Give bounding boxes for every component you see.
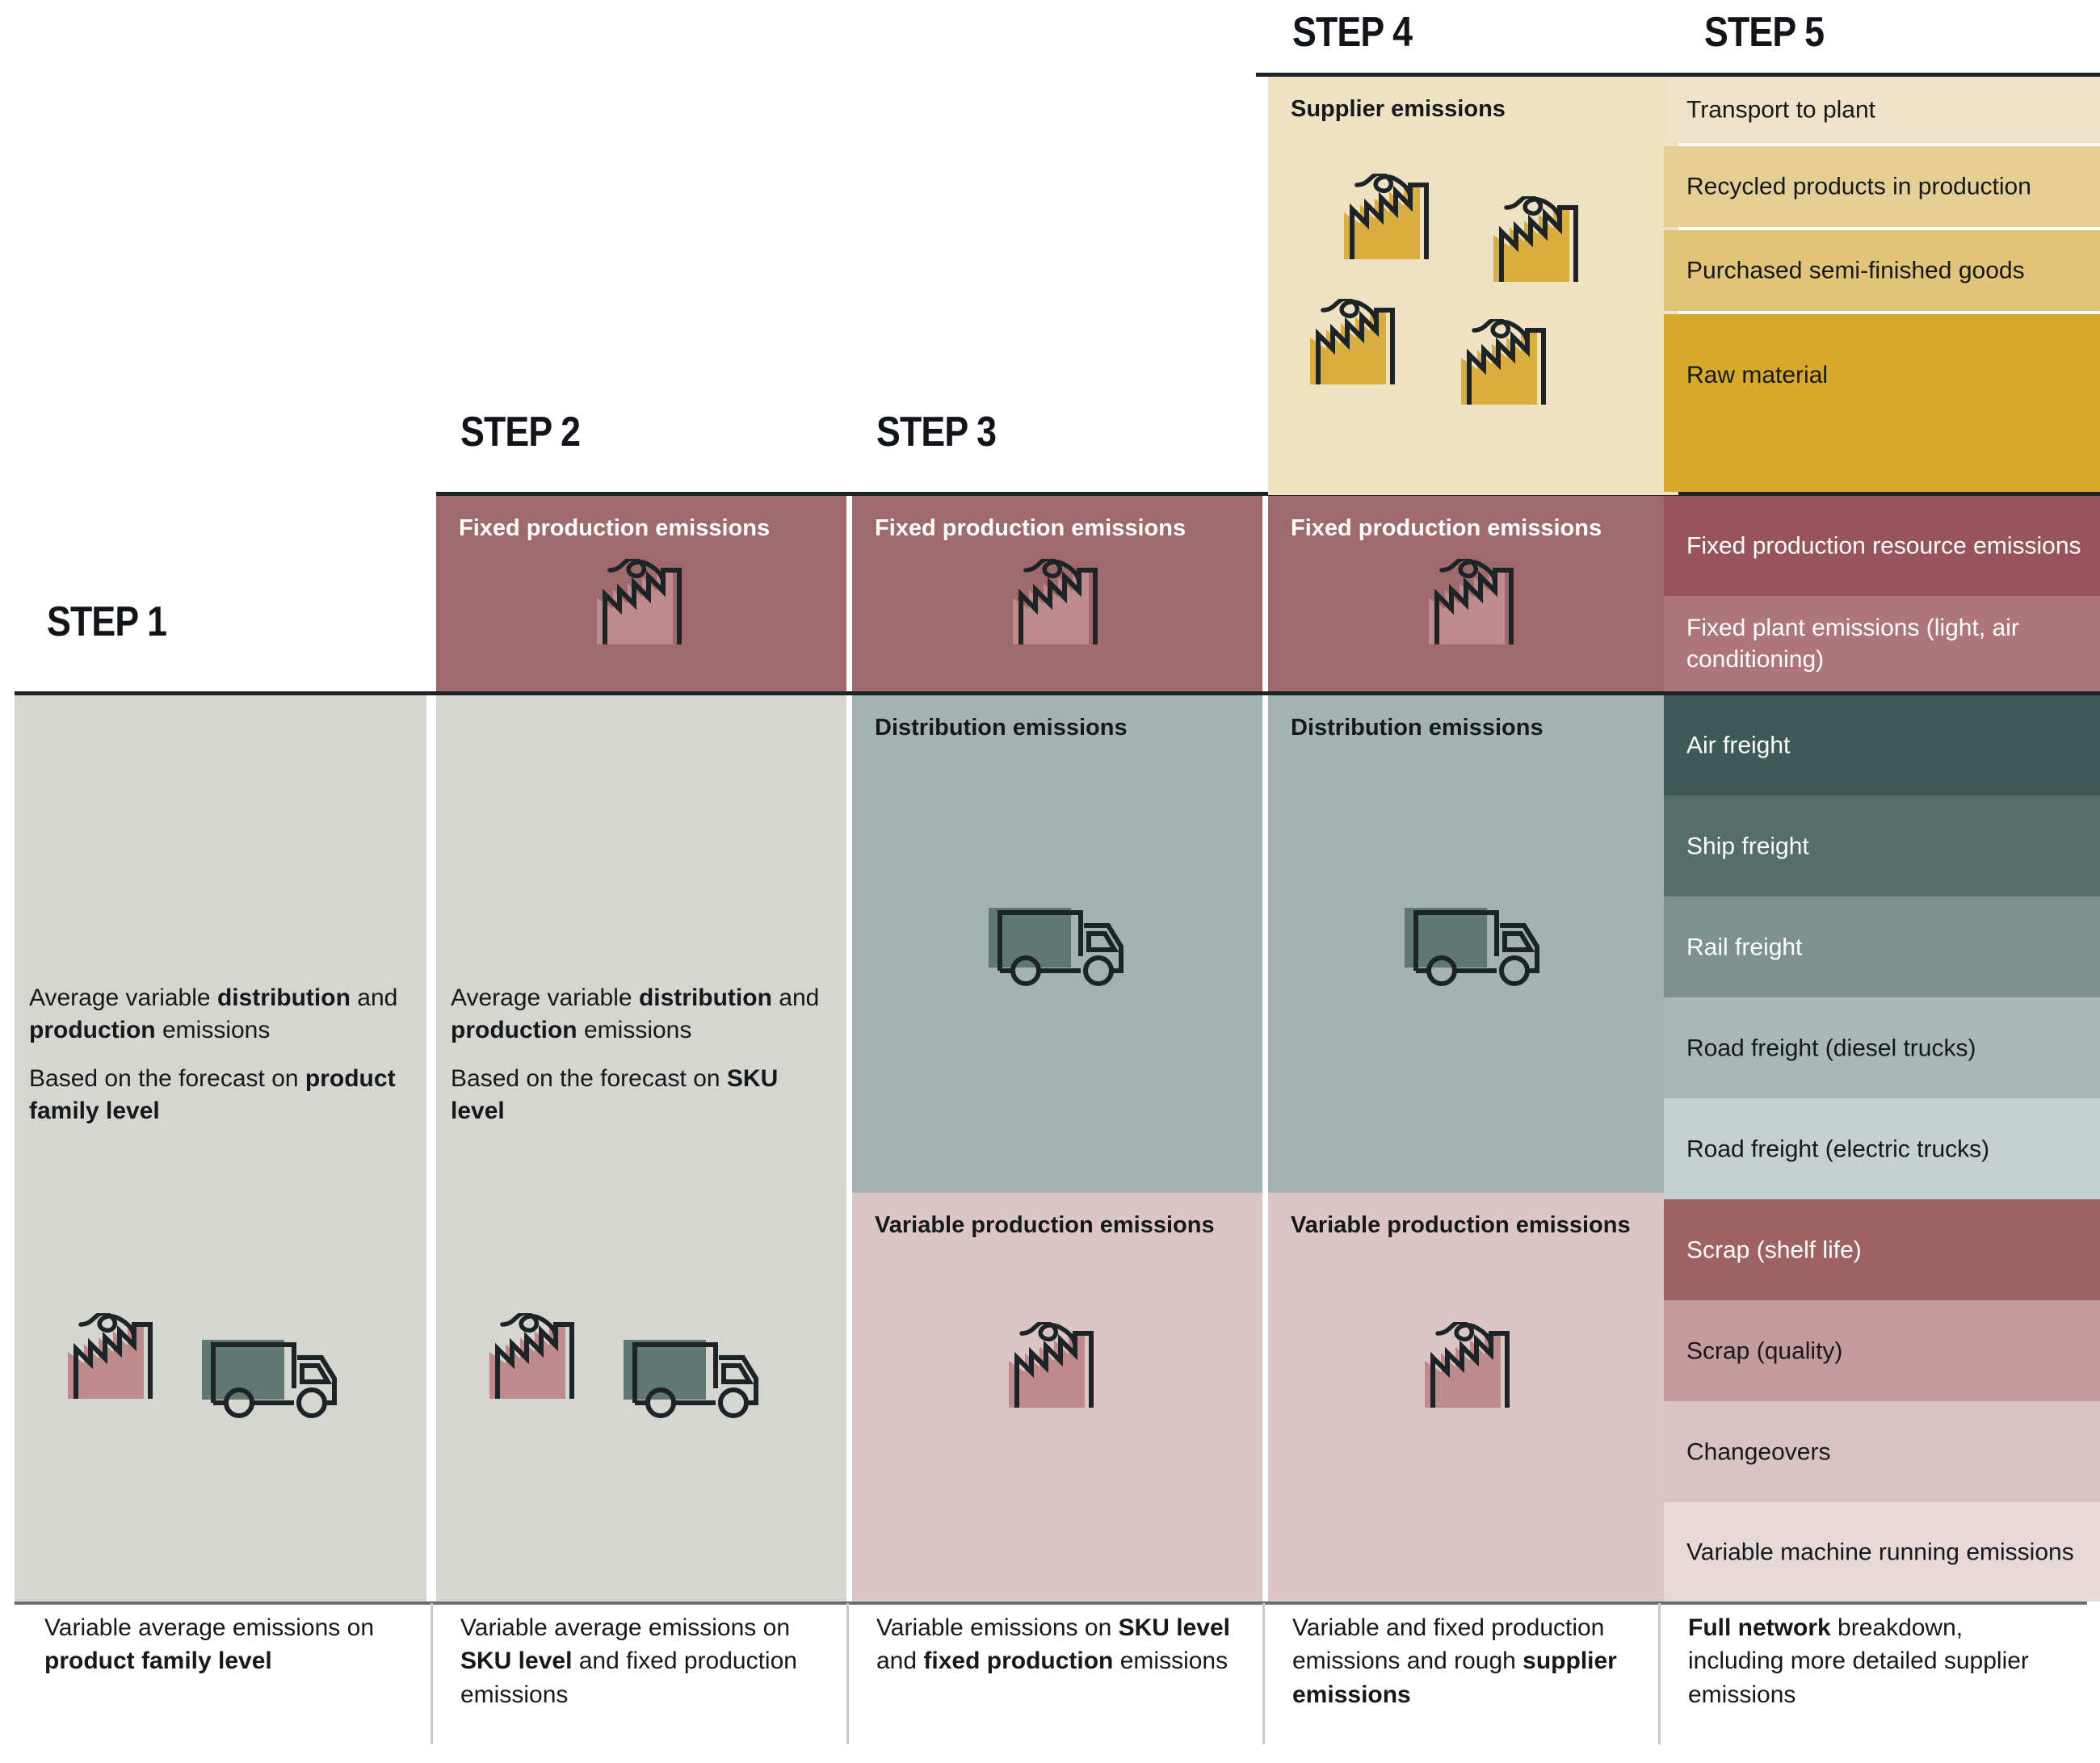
step2-paragraph-1: Average variable distribution and produc… xyxy=(451,984,820,1043)
band-label: Fixed production resource emissions xyxy=(1686,532,2081,560)
step2-fixed-production-panel: Fixed production emissions xyxy=(436,496,846,691)
step4-fixed-production-title: Fixed production emissions xyxy=(1291,515,1602,541)
step3-distribution-title: Distribution emissions xyxy=(875,715,1128,741)
footer-caption-step5: Full network breakdown, including more d… xyxy=(1688,1614,2029,1708)
step3-variable-production-panel: Variable production emissions xyxy=(852,1193,1262,1601)
footer-caption-step3: Variable emissions on SKU level and fixe… xyxy=(876,1614,1230,1675)
step1-paragraph-2: Based on the forecast on product family … xyxy=(29,1065,396,1124)
step-1-heading: STEP 1 xyxy=(47,598,167,645)
step3-distribution-panel: Distribution emissions xyxy=(852,695,1262,1193)
footer-caption-step1: Variable average emissions on product fa… xyxy=(44,1614,375,1675)
band-label: Transport to plant xyxy=(1686,96,1876,124)
step1-variable-panel: Average variable distribution and produc… xyxy=(15,695,426,1601)
footer-divider xyxy=(430,1603,433,1744)
band-air-freight[interactable]: Air freight xyxy=(1664,695,2100,795)
band-label: Raw material xyxy=(1686,362,1829,388)
delivery-truck-icon xyxy=(199,1333,344,1426)
step4-fixed-production-panel: Fixed production emissions xyxy=(1268,496,1678,691)
band-label: Variable machine running emissions xyxy=(1686,1538,2074,1565)
band-transport-to-plant[interactable]: Transport to plant xyxy=(1664,77,2100,143)
factory-smoke-icon xyxy=(57,1311,162,1414)
band-rail-freight[interactable]: Rail freight xyxy=(1664,896,2100,997)
step-3-heading: STEP 3 xyxy=(876,409,997,455)
step2-paragraph-2: Based on the forecast on SKU level xyxy=(451,1065,779,1124)
band-label: Changeovers xyxy=(1686,1438,1831,1465)
band-label: Fixed plant emissions (light, air condit… xyxy=(1686,615,2019,673)
factory-smoke-icon xyxy=(1333,171,1438,275)
band-changeovers[interactable]: Changeovers xyxy=(1664,1401,2100,1502)
step4-supplier-panel: Supplier emissions xyxy=(1268,77,1678,495)
footer-caption-step4: Variable and fixed production emissions … xyxy=(1292,1614,1617,1708)
band-scrap-shelf-life[interactable]: Scrap (shelf life) xyxy=(1664,1199,2100,1300)
band-scrap-quality[interactable]: Scrap (quality) xyxy=(1664,1300,2100,1401)
band-ship-freight[interactable]: Ship freight xyxy=(1664,795,2100,896)
band-label: Road freight (diesel trucks) xyxy=(1686,1035,1976,1061)
factory-smoke-icon xyxy=(478,1311,583,1414)
footer-divider xyxy=(1658,1603,1661,1744)
factory-smoke-icon xyxy=(586,556,691,660)
step4-distribution-title: Distribution emissions xyxy=(1291,715,1544,741)
step4-variable-production-title: Variable production emissions xyxy=(1291,1212,1631,1238)
band-label: Rail freight xyxy=(1686,934,1803,960)
band-recycled-products[interactable]: Recycled products in production xyxy=(1664,146,2100,227)
step4-distribution-panel: Distribution emissions xyxy=(1268,695,1678,1193)
band-purchased-semi-finished-goods[interactable]: Purchased semi-finished goods xyxy=(1664,230,2100,311)
footer-rule xyxy=(15,1601,2087,1605)
band-fixed-production-resource-emissions[interactable]: Fixed production resource emissions xyxy=(1664,496,2100,596)
footer-caption-step2: Variable average emissions on SKU level … xyxy=(460,1614,797,1708)
delivery-truck-icon xyxy=(1401,901,1547,994)
footer-divider xyxy=(1262,1603,1265,1744)
footer-divider xyxy=(846,1603,849,1744)
delivery-truck-icon xyxy=(985,901,1131,994)
step3-fixed-production-panel: Fixed production emissions xyxy=(852,496,1262,691)
step4-supplier-title: Supplier emissions xyxy=(1291,96,1506,122)
factory-smoke-icon xyxy=(998,1320,1102,1423)
top-rule-step4-5 xyxy=(1256,73,2100,77)
band-label: Recycled products in production xyxy=(1686,173,2031,200)
step3-variable-production-title: Variable production emissions xyxy=(875,1212,1215,1238)
band-label: Purchased semi-finished goods xyxy=(1686,257,2025,284)
factory-smoke-icon xyxy=(1450,317,1555,420)
band-label: Scrap (quality) xyxy=(1686,1337,1843,1364)
band-variable-machine-running-emissions[interactable]: Variable machine running emissions xyxy=(1664,1502,2100,1601)
step-4-heading: STEP 4 xyxy=(1292,9,1413,56)
band-label: Road freight (electric trucks) xyxy=(1686,1135,1990,1162)
band-fixed-plant-emissions[interactable]: Fixed plant emissions (light, air condit… xyxy=(1664,596,2100,691)
factory-smoke-icon xyxy=(1413,1320,1518,1423)
step-5-heading: STEP 5 xyxy=(1704,9,1825,56)
delivery-truck-icon xyxy=(620,1333,766,1426)
band-label: Scrap (shelf life) xyxy=(1686,1236,1862,1263)
step2-variable-panel: Average variable distribution and produc… xyxy=(436,695,846,1601)
step-2-heading: STEP 2 xyxy=(460,409,581,455)
factory-smoke-icon xyxy=(1482,194,1587,297)
factory-smoke-icon xyxy=(1418,556,1522,660)
band-road-freight-electric[interactable]: Road freight (electric trucks) xyxy=(1664,1098,2100,1199)
band-road-freight-diesel[interactable]: Road freight (diesel trucks) xyxy=(1664,997,2100,1098)
factory-smoke-icon xyxy=(1002,556,1107,660)
top-rule-step1 xyxy=(15,691,2100,695)
step1-paragraph-1: Average variable distribution and produc… xyxy=(29,984,398,1043)
step4-variable-production-panel: Variable production emissions xyxy=(1268,1193,1678,1601)
band-raw-material[interactable]: Raw material xyxy=(1664,314,2100,492)
band-label: Air freight xyxy=(1686,732,1791,759)
factory-smoke-icon xyxy=(1299,296,1404,400)
step2-fixed-production-title: Fixed production emissions xyxy=(459,515,771,541)
band-label: Ship freight xyxy=(1686,833,1809,859)
step3-fixed-production-title: Fixed production emissions xyxy=(875,515,1186,541)
